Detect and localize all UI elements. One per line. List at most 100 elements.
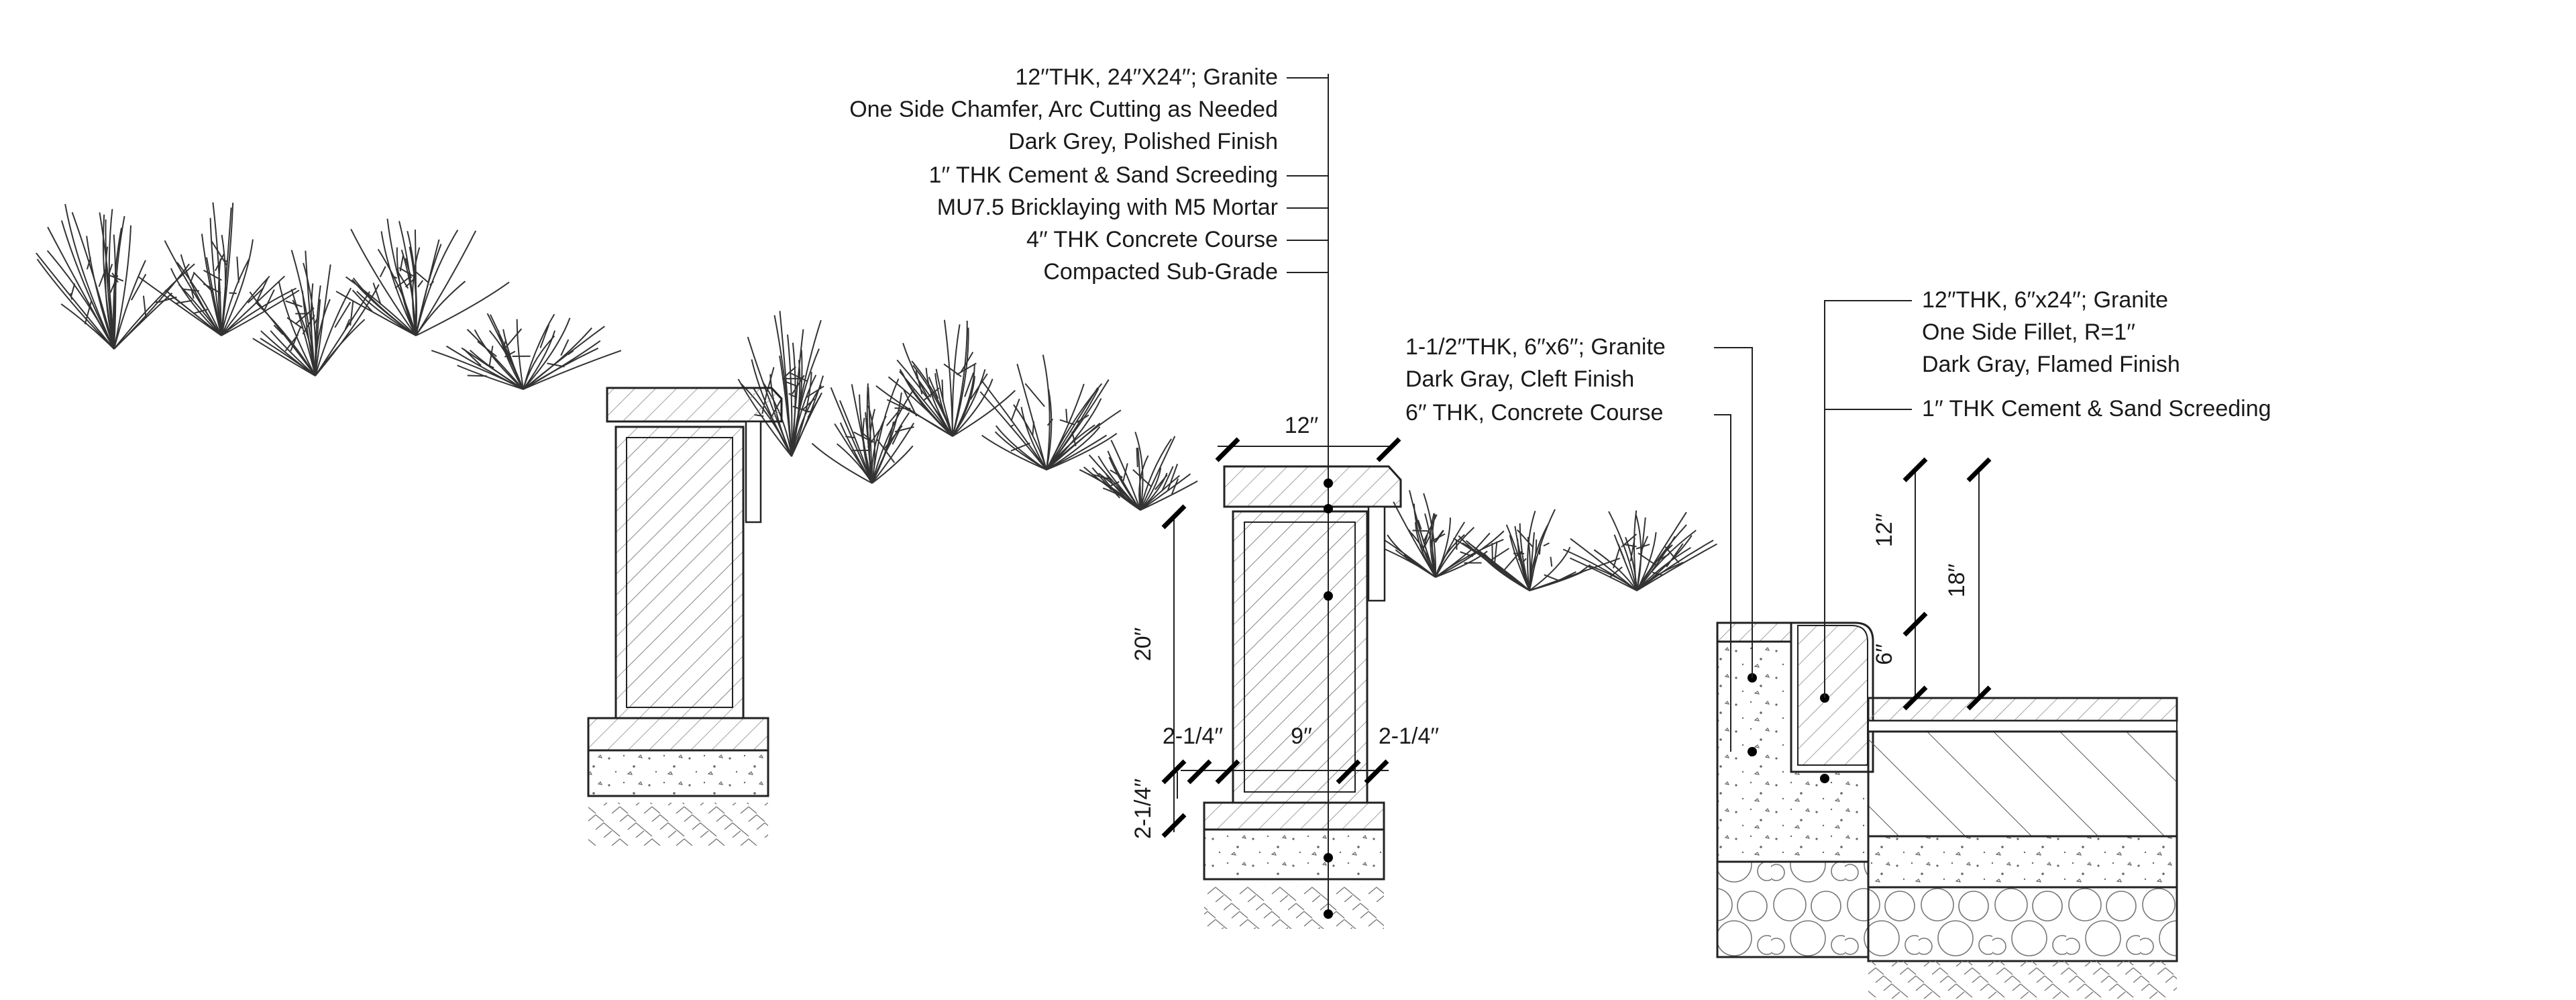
shrub-branch bbox=[113, 228, 123, 350]
shrub-twig bbox=[1487, 560, 1490, 563]
shrub-twig bbox=[560, 339, 570, 356]
shrub-twig bbox=[372, 283, 382, 305]
shrub-twig bbox=[189, 272, 195, 284]
shrub-branch bbox=[1395, 549, 1436, 578]
shrub-branch bbox=[1636, 517, 1646, 591]
shrub-branch bbox=[489, 314, 524, 390]
shrub-branch bbox=[1608, 511, 1638, 591]
note-edging-finish: Dark Gray, Cleft Finish bbox=[1405, 366, 1634, 392]
left-wall-section bbox=[587, 387, 783, 846]
shrub-branch bbox=[523, 317, 571, 390]
center-wall-side-plate bbox=[1367, 505, 1386, 602]
shrub-twig bbox=[399, 255, 404, 272]
shrub-branch bbox=[1527, 510, 1536, 591]
shrub-branch bbox=[221, 234, 227, 336]
shrub-branch bbox=[523, 347, 599, 390]
shrub-twig bbox=[1550, 556, 1553, 567]
shrub-branch bbox=[315, 284, 380, 377]
shrub-branch bbox=[952, 328, 969, 437]
shrub-twig bbox=[1408, 529, 1413, 536]
shrub-branch bbox=[1636, 543, 1717, 591]
shrub-branch bbox=[113, 260, 146, 350]
shrub-twig bbox=[334, 301, 352, 328]
shrub-twig bbox=[867, 425, 883, 448]
shrub-branch bbox=[386, 218, 417, 336]
shrub-branch bbox=[311, 283, 316, 377]
note-curb-fillet: One Side Fillet, R=1′′ bbox=[1922, 319, 2135, 345]
shrub-branch bbox=[1046, 434, 1108, 470]
shrub-twig bbox=[1544, 574, 1559, 581]
pavement-stone bbox=[1867, 697, 2178, 722]
shrub-branch bbox=[1140, 480, 1198, 511]
shrub-twig bbox=[284, 334, 299, 352]
shrub-branch bbox=[1046, 426, 1101, 470]
shrub-twig bbox=[182, 288, 200, 292]
shrub-twig bbox=[98, 266, 107, 287]
shrub-branch bbox=[1046, 389, 1053, 470]
shrub-twig bbox=[1491, 543, 1493, 565]
note-cap-chamfer: One Side Chamfer, Arc Cutting as Needed bbox=[849, 97, 1278, 122]
shrub-branch bbox=[303, 262, 317, 377]
shrub-branch bbox=[871, 421, 894, 484]
shrub-branch bbox=[252, 338, 316, 377]
shrub-branch bbox=[862, 417, 873, 484]
left-wall-footing bbox=[587, 717, 769, 752]
curb-pavement-section bbox=[1716, 621, 2178, 1000]
shrub-twig bbox=[350, 301, 354, 326]
shrub-twig bbox=[155, 301, 158, 303]
shrub-branch bbox=[209, 217, 222, 336]
shrub-twig bbox=[969, 373, 988, 400]
shrub-twig bbox=[107, 264, 113, 276]
shrub-branch bbox=[113, 225, 132, 350]
note-edging-material: 1-1/2′′THK, 6′′x6′′; Granite bbox=[1405, 334, 1666, 360]
shrub-branch bbox=[787, 334, 793, 457]
shrub-branch bbox=[875, 385, 953, 437]
shrub-branch bbox=[221, 275, 270, 336]
shrub-branch bbox=[523, 313, 555, 390]
shrub-twig bbox=[215, 253, 225, 272]
shrub-twig bbox=[86, 257, 92, 270]
shrub-branch bbox=[415, 281, 510, 336]
shrub-branch bbox=[1636, 535, 1693, 591]
shrub-branch bbox=[981, 381, 1047, 470]
shrub-branch bbox=[415, 239, 440, 336]
shrub-branch bbox=[871, 378, 900, 484]
shrub-twig bbox=[176, 299, 193, 305]
shrub-branch bbox=[851, 384, 873, 484]
shrub-branch bbox=[1046, 387, 1099, 470]
pavement-concrete-slab bbox=[1867, 730, 2178, 838]
shrub-twig bbox=[286, 317, 303, 329]
shrub-branch bbox=[345, 276, 417, 336]
shrub-branch bbox=[1140, 473, 1191, 511]
shrub-twig bbox=[1122, 463, 1128, 481]
center-wall-dimensions bbox=[1163, 439, 1399, 836]
shrub-twig bbox=[788, 393, 798, 399]
shrub-branch bbox=[412, 247, 421, 336]
shrub-twig bbox=[1657, 553, 1670, 562]
shrub-twig bbox=[802, 398, 815, 411]
shrub-branch bbox=[335, 291, 417, 336]
shrub-twig bbox=[1617, 544, 1625, 560]
shrub-twig bbox=[1429, 533, 1446, 543]
shrub-branch bbox=[201, 234, 222, 336]
dim-curb-upper: 12′′ bbox=[1872, 513, 1897, 548]
shrub-branch bbox=[469, 350, 524, 390]
shrub-twig bbox=[1065, 409, 1068, 423]
curb-dimension-labels: 12′′ 6′′ 18′′ bbox=[1872, 513, 1970, 665]
shrub-planting bbox=[36, 202, 1717, 591]
shrub-branch bbox=[60, 303, 115, 350]
shrub-branch bbox=[445, 345, 524, 390]
note-cap-finish: Dark Grey, Polished Finish bbox=[1008, 129, 1278, 154]
shrub-twig bbox=[273, 324, 284, 336]
shrub-branch bbox=[779, 355, 792, 457]
center-wall-section bbox=[1203, 74, 1402, 929]
pavement-screeding bbox=[1868, 720, 2178, 732]
wall-leader-points bbox=[1324, 479, 1333, 919]
shrub-twig bbox=[379, 266, 386, 278]
shrub-branch bbox=[1636, 547, 1691, 591]
shrub-twig bbox=[883, 425, 903, 450]
shrub-branch bbox=[830, 387, 873, 484]
shrub-branch bbox=[1424, 513, 1436, 578]
shrub-twig bbox=[894, 407, 911, 409]
center-wall-cap bbox=[1223, 465, 1402, 508]
